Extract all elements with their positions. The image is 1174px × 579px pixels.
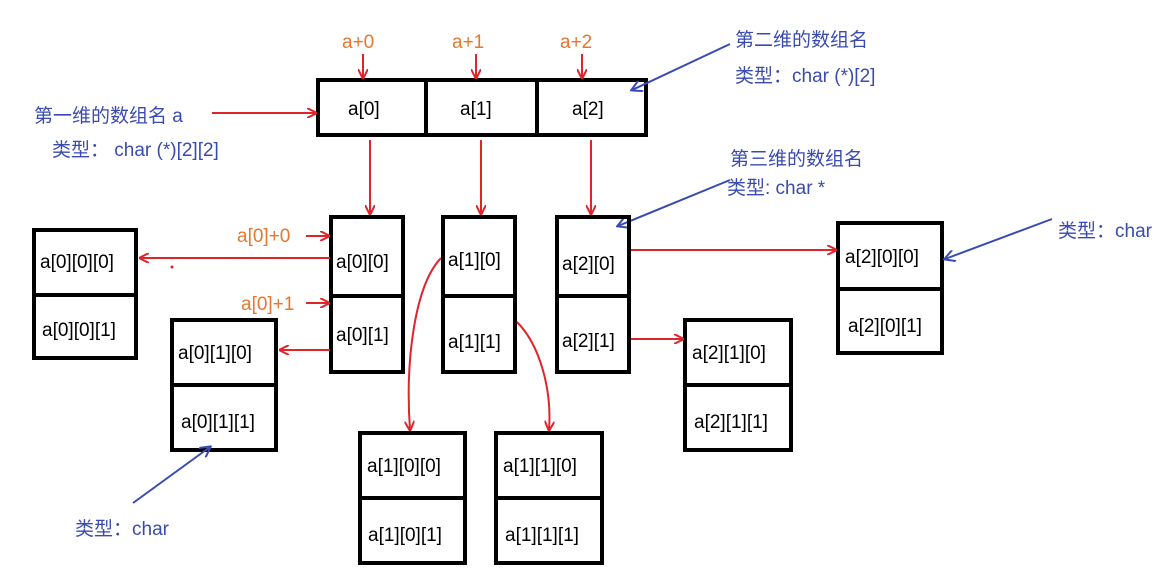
cell-a010: a[0][1][0] [178, 343, 252, 364]
array-a2: a[2][0] a[2][1] [555, 215, 631, 374]
array-a20: a[2][0][0] a[2][0][1] [836, 221, 944, 355]
char-type-label-bottom: 类型：char [75, 518, 170, 540]
arrow-dim2-pointer [632, 43, 731, 90]
cell-a1: a[1] [460, 99, 492, 120]
offset-a0-plus-0: a[0]+0 [237, 226, 290, 247]
dim1-type-label: 类型： char (*)[2][2] [52, 139, 219, 161]
array-a01: a[0][1][0] a[0][1][1] [170, 318, 278, 452]
array-a10: a[1][0][0] a[1][0][1] [358, 431, 467, 565]
cell-a200: a[2][0][0] [845, 247, 919, 268]
cell-a000: a[0][0][0] [40, 252, 114, 273]
stray-dot [170, 265, 174, 269]
array-a00: a[0][0][0] a[0][0][1] [32, 228, 138, 360]
dim3-name-label: 第三维的数组名 [730, 148, 863, 170]
cell-a01: a[0][1] [336, 325, 389, 346]
array-a1: a[1][0] a[1][1] [441, 215, 517, 374]
arrow-a11-to-third [516, 321, 549, 430]
cell-a11: a[1][1] [448, 332, 501, 353]
offset-a-plus-1: a+1 [452, 32, 484, 53]
arrow-char-right-pointer [945, 218, 1053, 259]
arrow-char-bottom-pointer [132, 447, 210, 504]
cell-a211: a[2][1][1] [694, 412, 768, 433]
cell-a111: a[1][1][1] [505, 525, 579, 546]
offset-a-plus-2: a+2 [560, 32, 592, 53]
cell-a20: a[2][0] [562, 254, 615, 275]
top-array-box [316, 78, 648, 137]
cell-a10: a[1][0] [448, 250, 501, 271]
dim1-name-label: 第一维的数组名 a [34, 105, 183, 127]
arrow-dim3-pointer [618, 179, 731, 226]
cell-a21: a[2][1] [562, 331, 615, 352]
cell-a011: a[0][1][1] [181, 412, 255, 433]
cell-a100: a[1][0][0] [367, 456, 441, 477]
cell-a101: a[1][0][1] [368, 525, 442, 546]
offset-a0-plus-1: a[0]+1 [241, 294, 294, 315]
dim2-type-label: 类型：char (*)[2] [735, 65, 875, 87]
dim3-type-label: 类型: char * [727, 177, 826, 199]
cell-a00: a[0][0] [336, 252, 389, 273]
array-a0: a[0][0] a[0][1] [329, 215, 405, 374]
cell-a210: a[2][1][0] [692, 343, 766, 364]
cell-a2: a[2] [572, 99, 604, 120]
cell-a001: a[0][0][1] [42, 320, 116, 341]
char-type-label-right: 类型：char [1058, 220, 1153, 242]
arrow-a10-to-third [409, 257, 442, 430]
top-array: a[0] a[1] a[2] [316, 78, 648, 137]
cell-a0: a[0] [348, 99, 380, 120]
offset-a-plus-0: a+0 [342, 32, 374, 53]
cell-a110: a[1][1][0] [503, 456, 577, 477]
dim2-name-label: 第二维的数组名 [735, 29, 868, 51]
cell-a201: a[2][0][1] [848, 316, 922, 337]
array-a11: a[1][1][0] a[1][1][1] [494, 431, 604, 565]
array-a21: a[2][1][0] a[2][1][1] [683, 318, 793, 452]
